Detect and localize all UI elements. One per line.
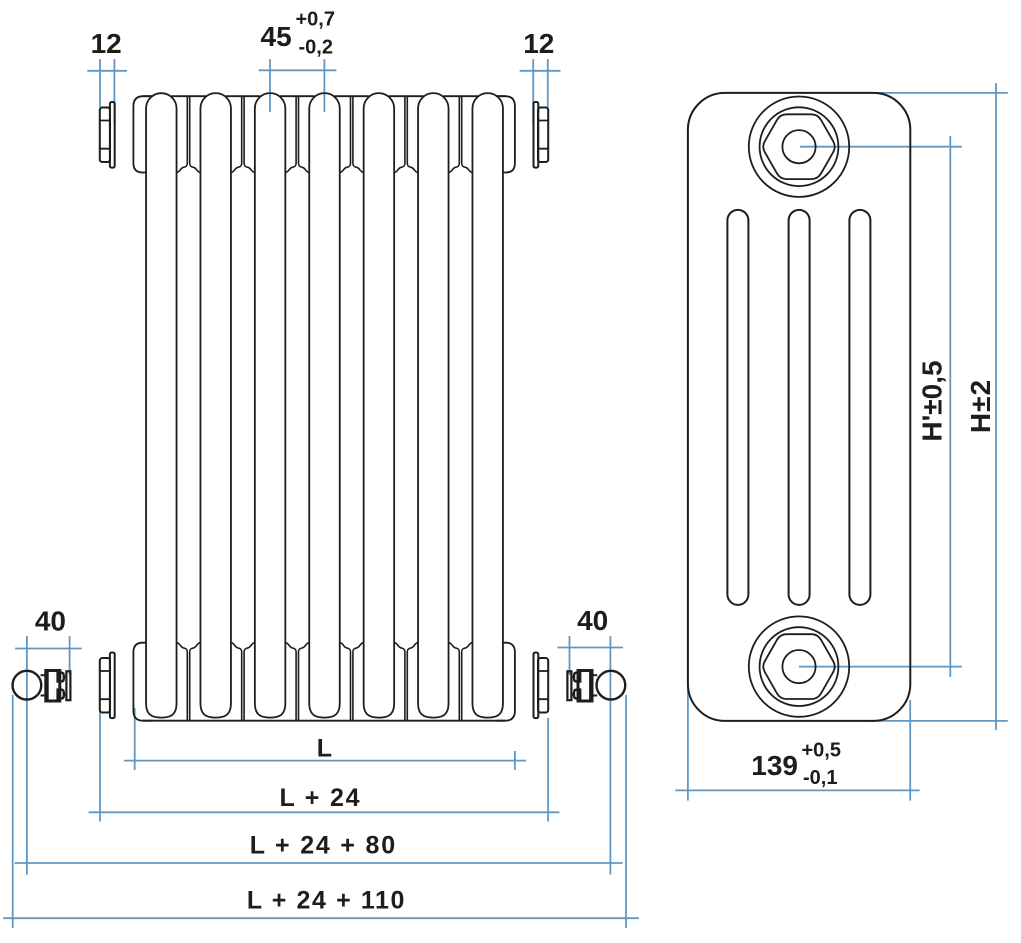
- svg-text:40: 40: [35, 606, 66, 637]
- svg-text:+0,7: +0,7: [296, 9, 335, 31]
- svg-text:12: 12: [91, 28, 122, 59]
- svg-text:H±2: H±2: [965, 379, 996, 433]
- svg-text:-0,1: -0,1: [803, 767, 837, 789]
- svg-text:45: 45: [261, 21, 292, 52]
- svg-text:-0,2: -0,2: [299, 37, 333, 59]
- svg-text:L + 24 + 80: L + 24 + 80: [250, 832, 397, 860]
- svg-text:40: 40: [577, 605, 608, 636]
- svg-text:L + 24: L + 24: [279, 784, 361, 812]
- svg-text:12: 12: [523, 28, 554, 59]
- svg-text:H'±0,5: H'±0,5: [916, 360, 947, 441]
- svg-text:L: L: [317, 735, 332, 763]
- svg-text:L + 24 + 110: L + 24 + 110: [247, 887, 406, 915]
- svg-text:139: 139: [751, 750, 798, 781]
- svg-text:+0,5: +0,5: [802, 740, 841, 762]
